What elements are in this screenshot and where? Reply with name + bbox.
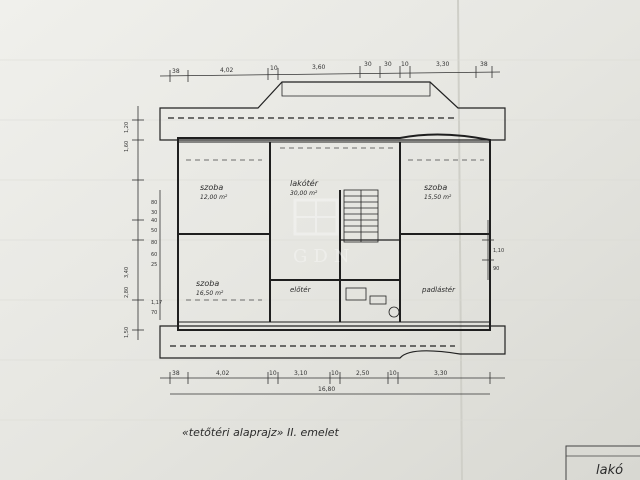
top-dim-2: 10 bbox=[270, 65, 278, 72]
top-dim-8: 38 bbox=[480, 61, 488, 68]
staircase bbox=[343, 189, 379, 243]
room-bedroom-2-area: 15,50 m² bbox=[424, 194, 452, 201]
bottom-roof-outline bbox=[159, 325, 506, 359]
bottom-dim-3: 3,10 bbox=[294, 370, 308, 377]
left-dim-2: 80 bbox=[151, 200, 157, 206]
bottom-dimension-line bbox=[160, 372, 505, 395]
roof-outline bbox=[159, 81, 506, 141]
left-dim-1: 1,60 bbox=[124, 141, 130, 152]
room-bedroom-2-name: szoba bbox=[424, 183, 447, 192]
paper-grid bbox=[0, 59, 640, 421]
room-storage-name: padlástér bbox=[421, 286, 456, 294]
watermark-logo: GDN bbox=[293, 198, 356, 267]
bottom-dim-total: 16,80 bbox=[318, 386, 335, 393]
left-dim-13: 1,50 bbox=[124, 327, 130, 338]
top-dim-0: 38 bbox=[172, 68, 180, 75]
title-block-text: lakó bbox=[596, 463, 623, 478]
watermark-text: GDN bbox=[293, 246, 356, 267]
left-dim-12: 70 bbox=[151, 310, 157, 316]
top-dim-3: 3,60 bbox=[312, 64, 326, 71]
bottom-dim-5: 2,50 bbox=[356, 370, 370, 377]
top-dim-4: 30 bbox=[364, 61, 372, 68]
bottom-dim-4: 10 bbox=[331, 370, 339, 377]
bottom-dim-6: 10 bbox=[389, 370, 397, 377]
drawing-title: «tetőtéri alaprajz» II. emelet bbox=[182, 426, 340, 439]
right-dim-1: 90 bbox=[493, 266, 499, 272]
top-dim-1: 4,02 bbox=[220, 67, 234, 74]
left-dim-5: 50 bbox=[151, 228, 157, 234]
room-bedroom-3-area: 16,50 m² bbox=[196, 290, 224, 297]
room-bedroom-1-area: 12,00 m² bbox=[200, 194, 228, 201]
left-dim-9: 1,17 bbox=[151, 300, 162, 306]
building-walls bbox=[177, 133, 491, 331]
left-dimension-line bbox=[132, 106, 161, 340]
room-bedroom-3-name: szoba bbox=[196, 279, 219, 288]
right-dim-0: 1,10 bbox=[493, 248, 504, 254]
left-dim-3: 30 bbox=[151, 210, 157, 216]
room-living-area: 30,00 m² bbox=[290, 190, 318, 197]
room-bedroom-1-name: szoba bbox=[200, 183, 223, 192]
bottom-dim-7: 3,30 bbox=[434, 370, 448, 377]
bottom-dim-2: 10 bbox=[269, 370, 277, 377]
top-dim-5: 30 bbox=[384, 61, 392, 68]
title-block: lakó bbox=[565, 445, 640, 480]
room-hall-name: előtér bbox=[290, 285, 312, 294]
top-dim-6: 10 bbox=[401, 61, 409, 68]
internal-dashed-lines bbox=[186, 147, 484, 301]
left-dim-10: 25 bbox=[151, 262, 157, 268]
left-dim-7: 60 bbox=[151, 252, 157, 258]
room-living-name: lakótér bbox=[290, 178, 319, 188]
left-dim-6: 80 bbox=[151, 240, 157, 246]
top-dim-7: 3,30 bbox=[436, 61, 450, 68]
left-dim-4: 40 bbox=[151, 218, 157, 224]
right-dimension-line bbox=[482, 220, 494, 280]
bottom-dim-0: 38 bbox=[172, 370, 180, 377]
top-dimension-line bbox=[159, 66, 501, 82]
bathroom-fixtures bbox=[345, 287, 400, 318]
left-dim-11: 2,80 bbox=[124, 287, 130, 298]
left-dim-0: 1,20 bbox=[124, 122, 130, 133]
left-dim-8: 3,40 bbox=[124, 267, 130, 278]
bottom-dim-1: 4,02 bbox=[216, 370, 230, 377]
